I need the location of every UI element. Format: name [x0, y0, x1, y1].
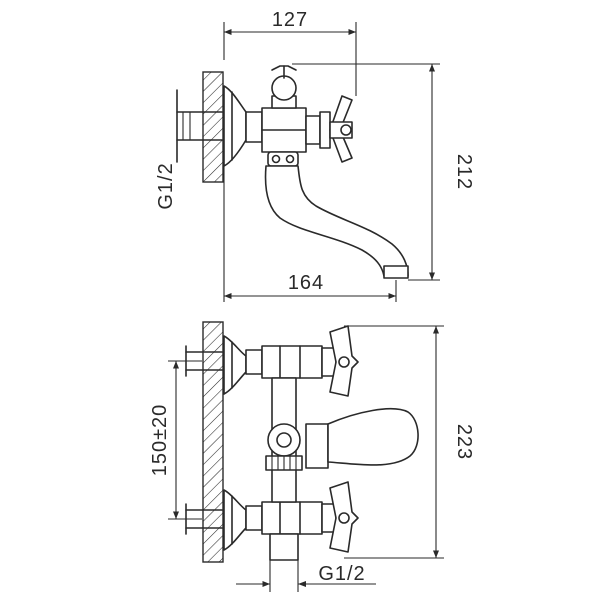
thread-label-bottom: G1/2 [318, 563, 365, 585]
wall-hatch-bottom [202, 321, 224, 563]
dim-bottom-thread: G1/2 [236, 560, 376, 592]
dim-label-164: 164 [288, 272, 324, 294]
escutcheon-upper [223, 335, 247, 395]
lower-body [261, 501, 323, 535]
lower-connector [245, 505, 263, 531]
dim-label-127: 127 [272, 9, 308, 31]
cross-handle-upper-icon [321, 325, 359, 397]
escutcheon-lower [223, 489, 247, 551]
side-view: 127 212 164 G1/2 [155, 9, 475, 302]
bottom-outlet [269, 533, 299, 561]
dim-top-length: 164 [223, 166, 397, 302]
dim-top-width: 127 [223, 9, 357, 96]
inlet-pipe-top [176, 89, 223, 163]
dim-label-212: 212 [453, 154, 475, 190]
dim-bottom-center: 150±20 [149, 360, 202, 520]
spout-aerator [383, 265, 409, 279]
dim-top-height: 212 [292, 63, 475, 281]
thread-label-top: G1/2 [155, 162, 177, 209]
connector-nut-top [245, 111, 263, 143]
wall-hatch-top [202, 71, 224, 183]
upper-body [261, 345, 323, 379]
cross-handle-lower-icon [321, 481, 359, 553]
spout-front [305, 407, 419, 469]
dim-bottom-height: 223 [344, 325, 475, 559]
dim-label-150: 150±20 [149, 404, 171, 477]
escutcheon-top [223, 85, 247, 167]
diverter-knob-icon [271, 75, 297, 101]
cross-handle-top-icon [305, 95, 353, 163]
front-view: 150±20 223 G1/2 [149, 321, 475, 592]
upper-connector [245, 349, 263, 375]
spout-top [264, 165, 409, 277]
dim-label-223: 223 [453, 424, 475, 460]
